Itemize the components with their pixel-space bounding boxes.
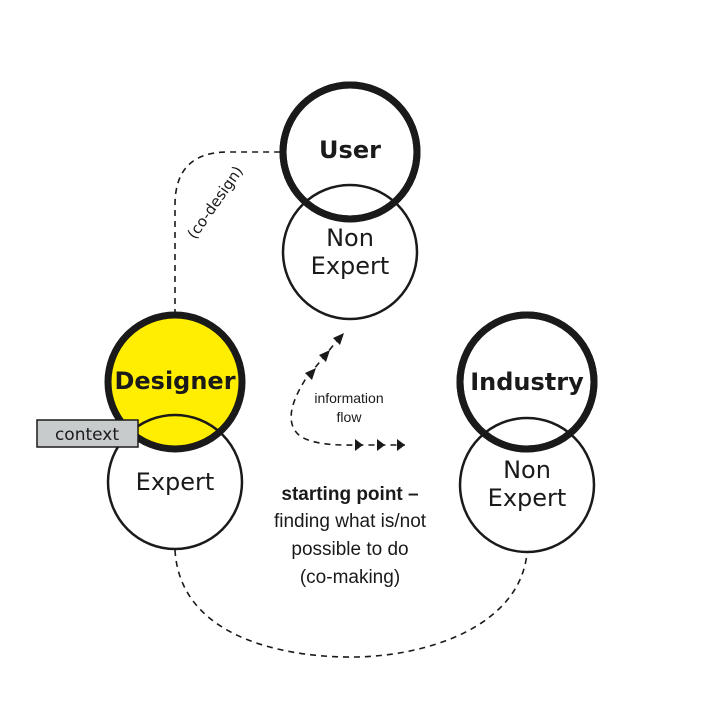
arrow-up-2 — [319, 350, 330, 362]
user-circle-outline — [279, 81, 421, 223]
user-sub-line2: Expert — [311, 252, 390, 280]
context-tag-box — [36, 419, 139, 448]
starting-point-line3: possible to do — [291, 539, 408, 560]
industry-circle-outline — [456, 311, 598, 453]
industry-non-expert-circle — [458, 416, 596, 554]
user-node: User Non Expert — [279, 81, 421, 321]
designer-sub-label: Expert — [136, 468, 215, 496]
arrow-right-1 — [355, 439, 363, 451]
designer-expert-circle — [106, 413, 244, 551]
industry-label: Industry — [470, 368, 584, 396]
designer-circle-outline — [104, 311, 246, 453]
context-tag-label: context — [55, 425, 119, 445]
starting-point-line1: starting point – — [281, 484, 418, 505]
codesign-connector — [174, 151, 283, 315]
arrow-right-2 — [377, 439, 385, 451]
information-flow-label-line2: flow — [337, 409, 363, 425]
designer-node: Designer Expert context — [36, 311, 246, 551]
arrow-right-3 — [397, 439, 405, 451]
user-non-expert-circle — [281, 183, 419, 321]
industry-sub-line1: Non — [503, 456, 551, 484]
user-sub-line1: Non — [326, 224, 374, 252]
codesign-label: (co-design) — [184, 163, 247, 243]
arrow-up-1 — [333, 333, 344, 345]
starting-point-line2: finding what is/not — [274, 511, 427, 532]
industry-node: Industry Non Expert — [456, 311, 598, 554]
information-flow-path — [290, 336, 405, 446]
designer-circle-fill — [108, 315, 242, 449]
starting-point-note: starting point – finding what is/not pos… — [274, 484, 427, 588]
information-flow-arrows — [305, 333, 405, 451]
industry-sub-line2: Expert — [488, 484, 567, 512]
information-flow-label-line1: information — [314, 390, 383, 406]
designer-label: Designer — [114, 367, 235, 395]
arrow-up-3 — [305, 368, 316, 380]
comaking-connector — [174, 549, 528, 658]
starting-point-line4: (co-making) — [300, 567, 400, 588]
user-label: User — [319, 136, 381, 164]
